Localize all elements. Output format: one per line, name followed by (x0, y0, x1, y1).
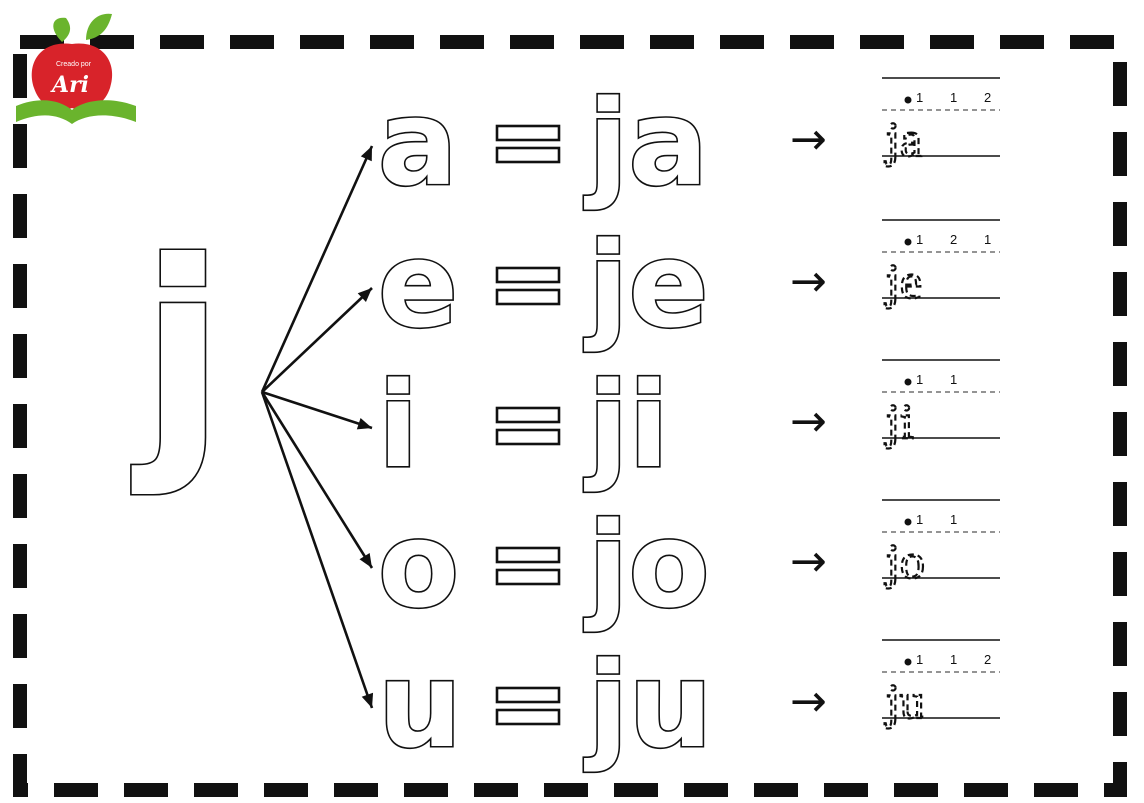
fan-arrow-line (261, 287, 373, 393)
equals-bar (495, 288, 561, 306)
fan-arrows (260, 145, 374, 709)
right-arrow-icon: → (790, 256, 827, 307)
stroke-number: 1 (950, 512, 957, 527)
leaf-icon (53, 17, 71, 42)
syllable-row: u = ju → ju 1 1 2 (376, 634, 1000, 776)
syllable-word: je (584, 216, 708, 354)
stroke-number: 1 (950, 90, 957, 105)
stroke-number: 1 (916, 372, 923, 387)
fan-arrow-head-icon (361, 692, 374, 708)
vowel-letter: a (378, 74, 458, 212)
equals-bar (495, 568, 561, 586)
syllable-row: e = je → je 1 2 1 (376, 214, 1000, 356)
fan-arrow-head-icon (356, 417, 372, 430)
book-icon (16, 100, 136, 124)
logo-small-text: Creado por (56, 61, 92, 68)
trace-box: jo 1 1 (882, 499, 1000, 590)
stroke-number: 1 (916, 652, 923, 667)
trace-letters: ja (884, 111, 922, 167)
vowel-letter: e (378, 216, 458, 354)
syllable-rows: a=ja→ja112e=je→je121i=ji→ji11o=jo→jo11u=… (376, 72, 1000, 776)
fan-arrow-head-icon (357, 288, 372, 302)
equals-bar (495, 428, 561, 446)
vowel-letter: o (378, 496, 459, 634)
right-arrow-icon: → (790, 676, 827, 727)
vowel-letter: u (378, 636, 462, 774)
equals-bar (495, 266, 561, 284)
trace-box: je 1 2 1 (882, 219, 1000, 310)
equals-sign: = (495, 266, 561, 306)
main-letter: j (131, 208, 226, 499)
syllable-word: ji (584, 356, 669, 494)
stroke-number: 1 (916, 90, 923, 105)
start-dot-icon (904, 658, 912, 666)
equals-sign: = (495, 406, 561, 446)
equals-sign: = (495, 124, 561, 164)
right-arrow-icon: → (790, 114, 827, 165)
start-dot-icon (904, 378, 912, 386)
equals-bar (495, 686, 561, 704)
stroke-number: 1 (916, 512, 923, 527)
stroke-number: 1 (984, 232, 991, 247)
equals-bar (495, 146, 561, 164)
vowel-letter: i (378, 356, 418, 494)
stroke-number: 2 (984, 90, 991, 105)
stroke-number: 1 (950, 372, 957, 387)
stroke-number: 2 (984, 652, 991, 667)
start-dot-icon (904, 96, 912, 104)
logo: Creado por Ari (16, 13, 136, 124)
trace-letters: ju (884, 673, 925, 729)
trace-letters: jo (884, 533, 925, 589)
dashed-border (13, 35, 1127, 797)
stroke-number: 1 (916, 232, 923, 247)
apple-icon (31, 43, 113, 110)
trace-letters: je (884, 253, 922, 309)
fan-arrow-head-icon (360, 146, 372, 162)
logo-name: Ari (50, 72, 89, 98)
right-arrow-icon: → (790, 536, 827, 587)
stroke-number: 1 (950, 652, 957, 667)
syllable-row: o = jo → jo 1 1 (376, 494, 1000, 636)
fan-arrow-line (261, 390, 373, 430)
fan-arrow-line (260, 391, 374, 709)
equals-bar (495, 546, 561, 564)
syllable-word: ja (584, 74, 708, 212)
stroke-number: 2 (950, 232, 957, 247)
equals-sign: = (495, 546, 561, 586)
syllable-word: ju (584, 636, 712, 774)
leaf-icon (86, 13, 112, 40)
equals-sign: = (495, 686, 561, 726)
syllable-row: a = ja → ja 1 1 2 (376, 72, 1000, 214)
fan-arrow-line (260, 391, 374, 569)
trace-letters: ji (884, 393, 914, 449)
trace-box: ju 1 1 2 (882, 639, 1000, 730)
fan-arrow-head-icon (359, 552, 372, 568)
equals-bar (495, 124, 561, 142)
fan-arrow-line (260, 145, 374, 393)
start-dot-icon (904, 518, 912, 526)
equals-bar (495, 708, 561, 726)
trace-box: ja 1 1 2 (882, 77, 1000, 168)
right-arrow-icon: → (790, 396, 827, 447)
syllable-word: jo (584, 496, 710, 634)
start-dot-icon (904, 238, 912, 246)
equals-bar (495, 406, 561, 424)
